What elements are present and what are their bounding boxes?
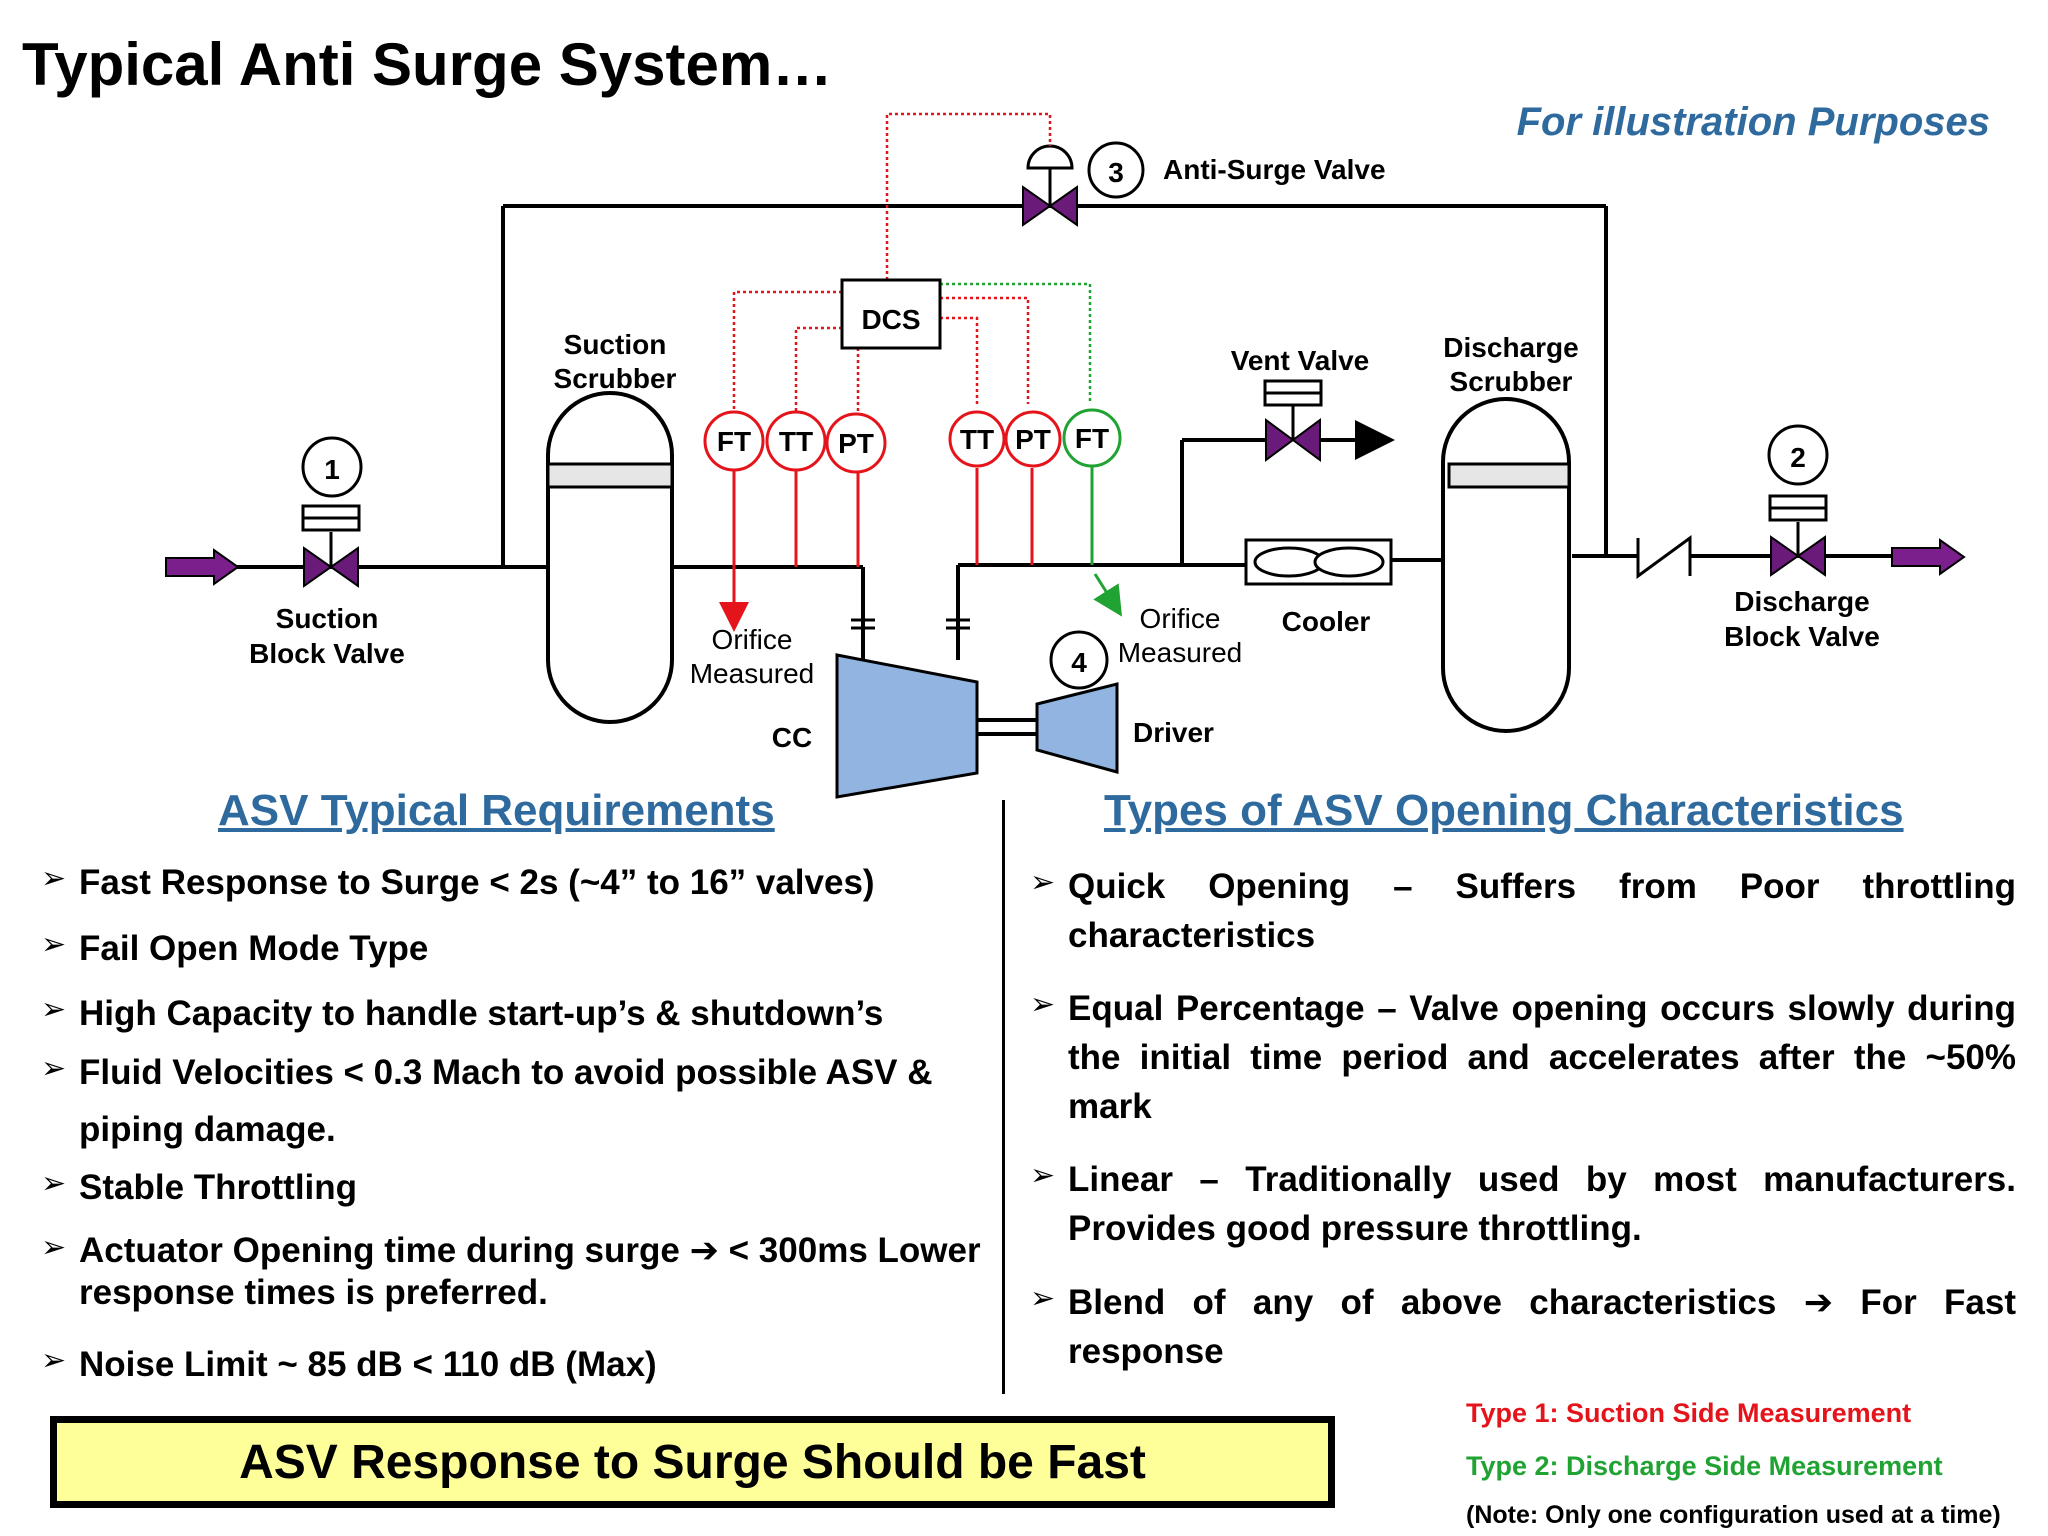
discharge-block-valve[interactable] bbox=[1768, 494, 1828, 577]
cooler[interactable] bbox=[1244, 538, 1393, 586]
section-divider bbox=[1002, 800, 1005, 1394]
driver-label: Driver bbox=[1133, 717, 1214, 748]
bullet-arrow-icon: ➢ bbox=[41, 1052, 67, 1085]
anti-surge-valve-label: Anti-Surge Valve bbox=[1163, 154, 1386, 185]
type1-note: Type 1: Suction Side Measurement bbox=[1466, 1398, 1912, 1428]
pipe-flanges bbox=[851, 618, 970, 630]
suction-block-valve-label-2: Block Valve bbox=[249, 638, 405, 669]
discharge-scrubber-label-1: Discharge bbox=[1443, 332, 1578, 363]
discharge-instrument-lines bbox=[975, 466, 1123, 617]
discharge-block-valve-label-1: Discharge bbox=[1734, 586, 1869, 617]
discharge-block-valve-label-2: Block Valve bbox=[1724, 621, 1880, 652]
vent-valve[interactable] bbox=[1263, 379, 1323, 462]
anti-surge-number: 3 bbox=[1108, 157, 1124, 188]
type-item: ➢Blend of any of above characteristics ➔… bbox=[1030, 1278, 2016, 1376]
type-item: ➢Equal Percentage – Valve opening occurs… bbox=[1030, 984, 2016, 1131]
requirement-item: ➢Noise Limit ~ 85 dB < 110 dB (Max) bbox=[41, 1340, 999, 1389]
suction-instrument-lines bbox=[719, 470, 860, 632]
suction-pt-instrument[interactable]: PT bbox=[825, 412, 887, 474]
suction-scrubber bbox=[546, 391, 674, 724]
response-banner: ASV Response to Surge Should be Fast bbox=[50, 1416, 1335, 1508]
anti-surge-valve[interactable] bbox=[1022, 144, 1078, 227]
suction-valve-number: 1 bbox=[324, 454, 340, 485]
anti-surge-number-circle bbox=[1087, 141, 1145, 199]
vent-valve-label: Vent Valve bbox=[1231, 345, 1370, 376]
requirement-item: ➢Fail Open Mode Type bbox=[41, 924, 999, 973]
bullet-arrow-icon: ➢ bbox=[41, 1167, 67, 1200]
discharge-ft-label: FT bbox=[1075, 423, 1109, 454]
discharge-valve-number: 2 bbox=[1790, 442, 1806, 473]
dcs-box[interactable] bbox=[840, 278, 942, 350]
discharge-tt-instrument[interactable]: TT bbox=[948, 410, 1006, 468]
dcs-signal-lines bbox=[732, 112, 1092, 412]
response-banner-text: ASV Response to Surge Should be Fast bbox=[239, 1435, 1146, 1489]
discharge-pt-label: PT bbox=[1015, 424, 1051, 455]
bullet-arrow-icon: ➢ bbox=[41, 1344, 67, 1377]
type-item: ➢Linear – Traditionally used by most man… bbox=[1030, 1155, 2016, 1253]
illustration-note: For illustration Purposes bbox=[1516, 100, 1990, 144]
anti-surge-diagram: 1 Suction Block Valve Suction Scrubber 3… bbox=[165, 112, 1966, 799]
bullet-arrow-icon: ➢ bbox=[41, 993, 67, 1026]
inlet-arrow bbox=[165, 548, 240, 586]
requirement-item: ➢High Capacity to handle start-up’s & sh… bbox=[41, 989, 999, 1038]
requirement-item: ➢Actuator Opening time during surge ➔ < … bbox=[41, 1231, 981, 1312]
types-heading: Types of ASV Opening Characteristics bbox=[1104, 786, 1904, 835]
suction-scrubber-label-1: Suction bbox=[564, 329, 667, 360]
discharge-scrubber-label-2: Scrubber bbox=[1450, 366, 1573, 397]
bullet-arrow-icon: ➢ bbox=[1030, 1282, 1056, 1315]
suction-tt-label: TT bbox=[779, 426, 813, 457]
driver-number-circle bbox=[1049, 630, 1109, 690]
discharge-pt-instrument[interactable]: PT bbox=[1004, 410, 1062, 468]
dcs-label: DCS bbox=[861, 304, 920, 335]
suction-valve-number-circle bbox=[301, 436, 363, 498]
bullet-arrow-icon: ➢ bbox=[1030, 988, 1056, 1021]
outlet-arrow bbox=[1891, 538, 1966, 576]
cooler-label: Cooler bbox=[1282, 606, 1371, 637]
suction-ft-instrument[interactable]: FT bbox=[703, 410, 765, 472]
discharge-valve-number-circle bbox=[1767, 424, 1829, 486]
orifice-suction-label-2: Measured bbox=[690, 658, 815, 689]
bullet-arrow-icon: ➢ bbox=[41, 862, 67, 895]
discharge-tt-label: TT bbox=[960, 424, 994, 455]
discharge-scrubber bbox=[1441, 397, 1571, 733]
compressor-label: CC bbox=[772, 722, 812, 753]
check-valve bbox=[1636, 535, 1692, 579]
page-title: Typical Anti Surge System… bbox=[22, 31, 833, 98]
suction-scrubber-label-2: Scrubber bbox=[554, 363, 677, 394]
type2-note: Type 2: Discharge Side Measurement bbox=[1466, 1451, 1943, 1481]
suction-block-valve[interactable] bbox=[301, 504, 361, 588]
suction-block-valve-label-1: Suction bbox=[276, 603, 379, 634]
bullet-arrow-icon: ➢ bbox=[1030, 866, 1056, 899]
orifice-discharge-label-1: Orifice bbox=[1140, 603, 1221, 634]
orifice-discharge-label-2: Measured bbox=[1118, 637, 1243, 668]
configuration-note: (Note: Only one configuration used at a … bbox=[1466, 1501, 2001, 1529]
bullet-arrow-icon: ➢ bbox=[41, 1231, 67, 1264]
suction-ft-label: FT bbox=[717, 426, 751, 457]
suction-tt-instrument[interactable]: TT bbox=[765, 410, 827, 472]
requirement-item: ➢Stable Throttling bbox=[41, 1163, 999, 1212]
suction-pt-label: PT bbox=[838, 428, 874, 459]
requirement-item: ➢Fast Response to Surge < 2s (~4” to 16”… bbox=[41, 858, 999, 907]
bullet-arrow-icon: ➢ bbox=[41, 928, 67, 961]
driver-turbine[interactable] bbox=[1035, 682, 1119, 774]
type-item: ➢Quick Opening – Suffers from Poor throt… bbox=[1030, 862, 2016, 960]
centrifugal-compressor[interactable] bbox=[835, 653, 979, 799]
discharge-ft-instrument[interactable]: FT bbox=[1062, 408, 1122, 468]
driver-number: 4 bbox=[1071, 647, 1087, 678]
orifice-suction-label-1: Orifice bbox=[712, 624, 793, 655]
requirements-heading: ASV Typical Requirements bbox=[218, 786, 775, 835]
requirement-item: ➢Fluid Velocities < 0.3 Mach to avoid po… bbox=[41, 1045, 999, 1158]
bullet-arrow-icon: ➢ bbox=[1030, 1159, 1056, 1192]
